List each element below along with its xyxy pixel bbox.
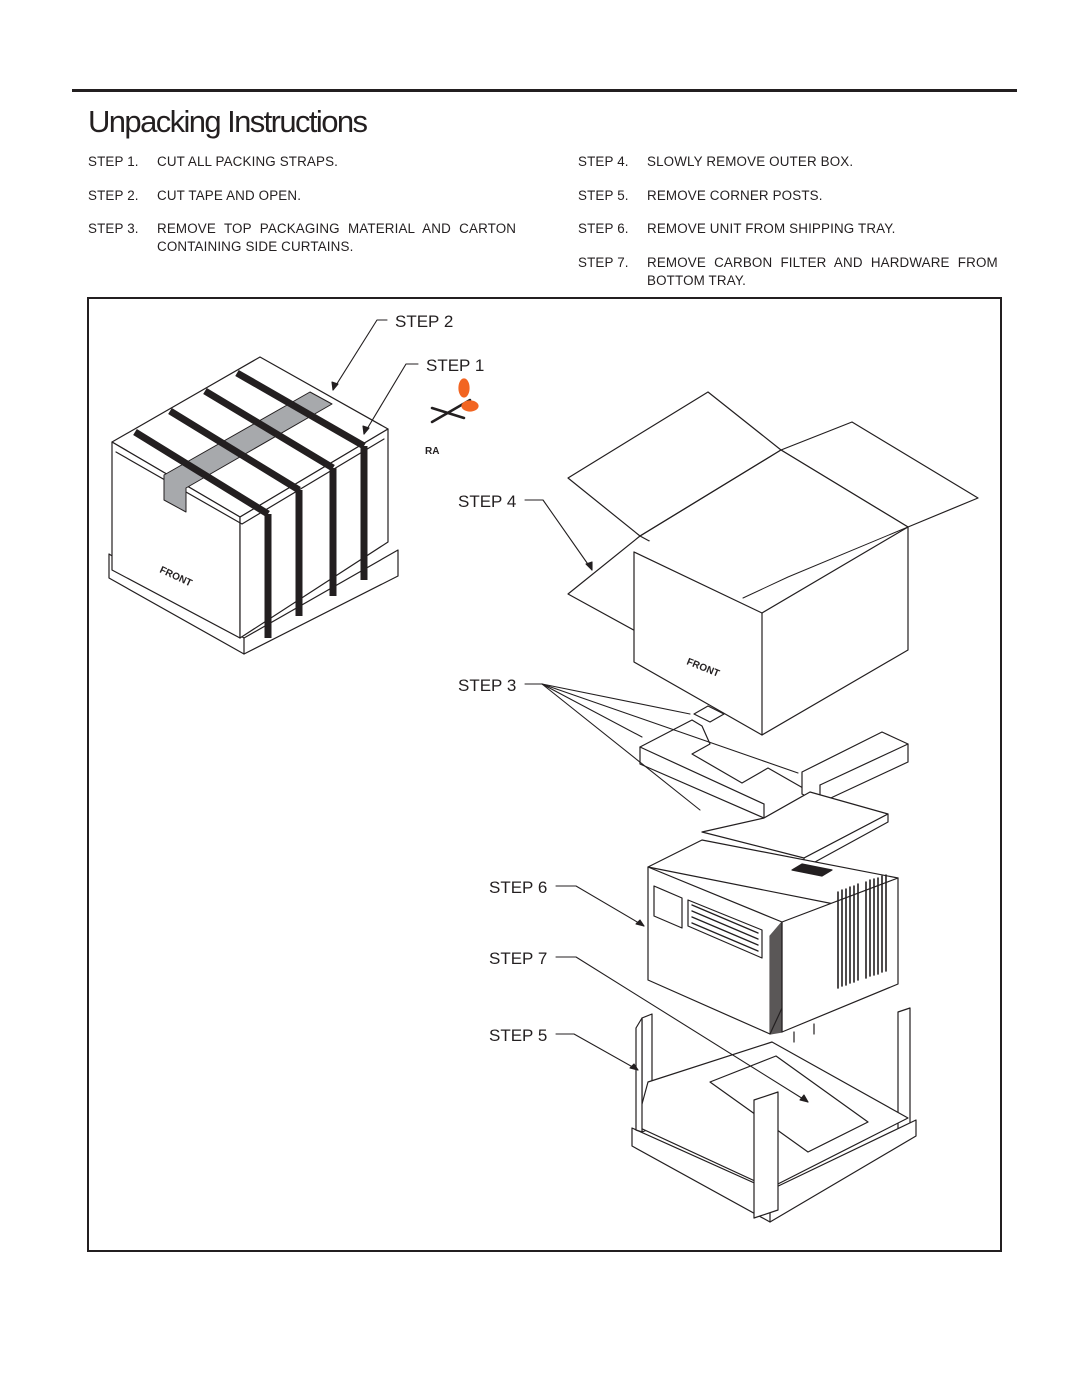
- step-text: CUT ALL PACKING STRAPS.: [157, 154, 339, 169]
- packed-box: FRONT: [108, 356, 399, 655]
- scissors-icon: RA: [425, 378, 479, 457]
- scissors-mark: RA: [425, 446, 439, 457]
- callout-step-6: STEP 6: [489, 878, 547, 897]
- step-number: STEP 1.: [88, 154, 139, 169]
- open-outer-box: FRONT: [567, 391, 979, 736]
- step-text: SLOWLY REMOVE OUTER BOX.: [647, 154, 854, 169]
- step-number: STEP 7.: [578, 255, 629, 270]
- step-number: STEP 6.: [578, 221, 629, 236]
- callout-leaders: [331, 319, 809, 1103]
- illustration-frame: FRONT RA FRONT: [87, 297, 1002, 1252]
- step-number: STEP 5.: [578, 188, 629, 203]
- step-text: REMOVE TOP PACKAGING MATERIAL AND CARTON…: [157, 221, 517, 254]
- step-number: STEP 4.: [578, 154, 629, 169]
- header-rule: [72, 89, 1017, 92]
- callout-step-2: STEP 2: [395, 312, 453, 331]
- shipping-tray: [631, 1007, 917, 1223]
- callout-step-5: STEP 5: [489, 1026, 547, 1045]
- air-conditioner: [647, 839, 899, 1043]
- callout-labels: STEP 2 STEP 1 STEP 4 STEP 3 STEP 6 STEP …: [395, 312, 547, 1045]
- step-text: REMOVE UNIT FROM SHIPPING TRAY.: [647, 221, 896, 236]
- step-text: REMOVE CORNER POSTS.: [647, 188, 823, 203]
- callout-step-4: STEP 4: [458, 492, 516, 511]
- callout-step-1: STEP 1: [426, 356, 484, 375]
- packing-pieces: [639, 705, 909, 869]
- callout-step-3: STEP 3: [458, 676, 516, 695]
- step-number: STEP 2.: [88, 188, 139, 203]
- unpacking-illustration: FRONT RA FRONT: [108, 312, 979, 1223]
- step-text: CUT TAPE AND OPEN.: [157, 188, 302, 203]
- step-number: STEP 3.: [88, 221, 139, 236]
- callout-step-7: STEP 7: [489, 949, 547, 968]
- page-title: Unpacking Instructions: [88, 104, 368, 139]
